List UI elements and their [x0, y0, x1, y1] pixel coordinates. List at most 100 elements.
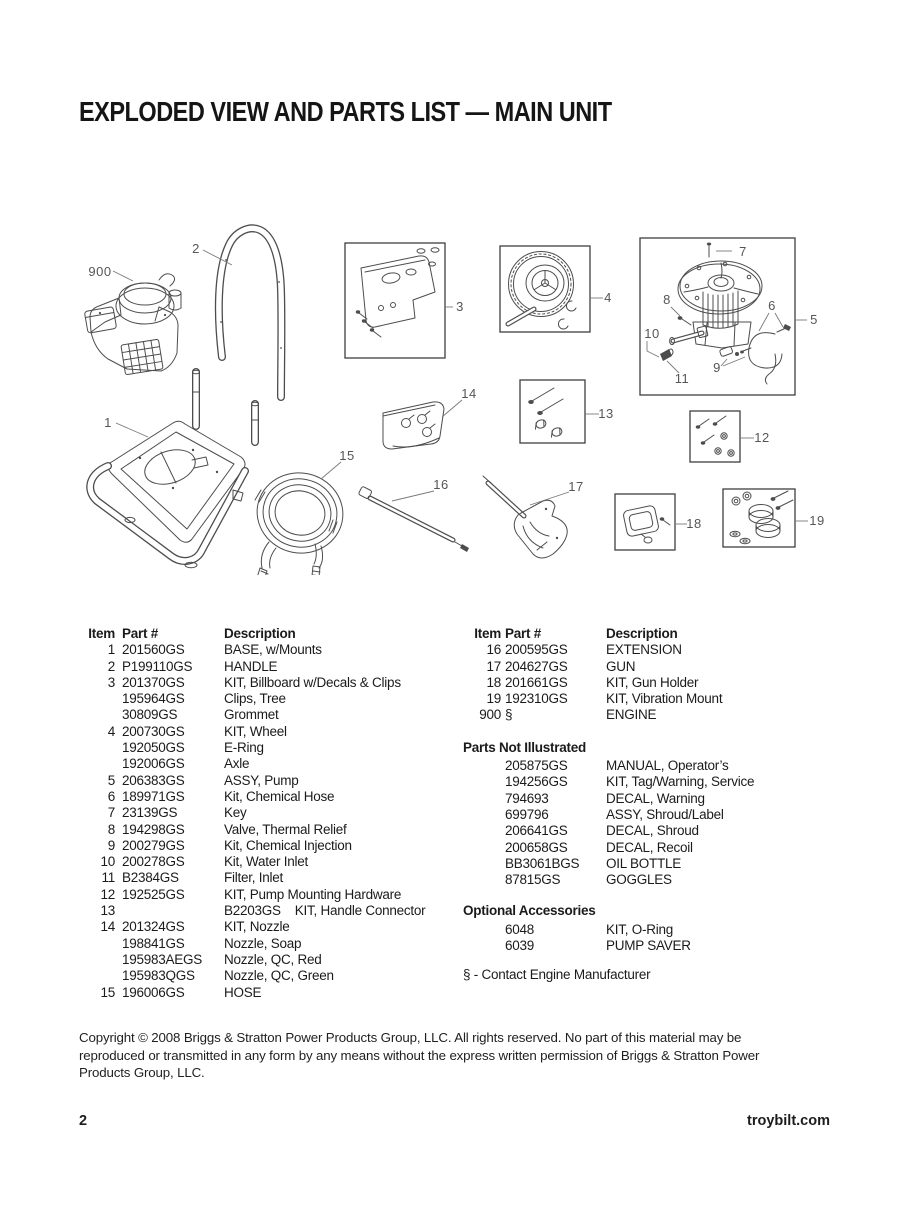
cell-part-number: 194256GS — [505, 774, 568, 790]
cell-part-number: 30809GS — [122, 707, 178, 723]
table-row: 195983QGS Nozzle, QC, Green — [87, 968, 459, 984]
gun-holder-box — [614, 493, 676, 551]
cell-description: Key — [224, 805, 247, 821]
cell-item-number — [463, 872, 501, 888]
table-row: 192006GS Axle — [87, 756, 459, 772]
cell-item-number: 6 — [107, 788, 116, 804]
cell-description: KIT, Billboard w/Decals & Clips — [224, 674, 401, 690]
col-header-item: Item — [88, 626, 115, 641]
cell-item-number: 17 — [486, 658, 501, 674]
table-row: 5 206383GS ASSY, Pump — [87, 773, 459, 789]
cell-item-number — [87, 936, 115, 952]
parts-not-illustrated-body: 205875GS MANUAL, Operator’s 194256GS KIT… — [463, 758, 838, 888]
cell-description: Nozzle, QC, Green — [224, 968, 334, 984]
callout-10: 10 — [644, 326, 659, 341]
cell-description: KIT, Wheel — [224, 723, 287, 739]
table-row: 30809GS Grommet — [87, 707, 459, 723]
cell-item-number: 11 — [101, 870, 115, 886]
callout-3: 3 — [456, 299, 464, 314]
table-row: 10 200278GS Kit, Water Inlet — [87, 854, 459, 870]
cell-description: Kit, Chemical Hose — [224, 788, 335, 804]
table-body-right: 16 200595GS EXTENSION 17 204627GS GUN 18… — [463, 642, 838, 723]
cell-item-number — [87, 968, 115, 984]
cell-item-number — [87, 952, 115, 968]
cell-part-number: 195983QGS — [122, 968, 195, 984]
cell-item-number: 5 — [107, 772, 116, 788]
table-row: 16 200595GS EXTENSION — [463, 642, 838, 658]
table-row: 3 201370GS KIT, Billboard w/Decals & Cli… — [87, 675, 459, 691]
cell-part-number: 194298GS — [122, 821, 185, 837]
cell-item-number: 8 — [107, 821, 116, 837]
cell-item-number: 13 — [100, 903, 115, 919]
handle-connector-kit-box — [519, 379, 586, 444]
cell-item-number: 1 — [107, 642, 116, 658]
cell-description: ENGINE — [606, 707, 657, 723]
hose-drawing — [254, 472, 344, 575]
table-row: 794693 DECAL, Warning — [463, 791, 838, 807]
page-number: 2 — [79, 1113, 88, 1129]
callout-9: 9 — [713, 360, 721, 375]
cell-item-number — [463, 840, 501, 856]
cell-part-number: 201661GS — [505, 674, 568, 690]
wheel-kit-box — [499, 245, 591, 333]
callout-4: 4 — [604, 290, 612, 305]
exploded-view-diagram: 900 2 — [84, 224, 824, 575]
table-row: 4 200730GS KIT, Wheel — [87, 724, 459, 740]
cell-item-number — [87, 740, 115, 756]
cell-item-number — [463, 922, 501, 938]
cell-description: DECAL, Shroud — [606, 823, 699, 839]
table-row: 6 189971GS Kit, Chemical Hose — [87, 789, 459, 805]
cell-item-number: 10 — [100, 854, 115, 870]
engine-drawing — [84, 273, 182, 375]
cell-part-number: 201370GS — [122, 674, 185, 690]
col-header-description: Description — [606, 626, 678, 641]
table-row: 205875GS MANUAL, Operator’s — [463, 758, 838, 774]
cell-description: Clips, Tree — [224, 691, 286, 707]
cell-item-number — [463, 856, 501, 872]
callout-18: 18 — [686, 516, 701, 531]
table-row: 699796 ASSY, Shroud/Label — [463, 807, 838, 823]
cell-description: GOGGLES — [606, 872, 672, 888]
table-row: 87815GS GOGGLES — [463, 872, 838, 888]
cell-item-number — [463, 823, 501, 839]
cell-description: Axle — [224, 756, 250, 772]
cell-part-number: 196006GS — [122, 984, 185, 1000]
table-row: 900 § ENGINE — [463, 707, 838, 723]
cell-part-number: 192050GS — [122, 740, 185, 756]
cell-item-number: 12 — [100, 886, 115, 902]
page-title: EXPLODED VIEW AND PARTS LIST — MAIN UNIT — [79, 96, 612, 127]
table-row: 17 204627GS GUN — [463, 659, 838, 675]
callout-13: 13 — [598, 406, 613, 421]
table-row: 195964GS Clips, Tree — [87, 691, 459, 707]
cell-description: DECAL, Recoil — [606, 839, 693, 855]
cell-description: EXTENSION — [606, 642, 682, 658]
table-row: 1 201560GS BASE, w/Mounts — [87, 642, 459, 658]
callout-900: 900 — [88, 264, 111, 279]
table-row: 6039 PUMP SAVER — [463, 938, 838, 954]
cell-item-number: 2 — [107, 658, 116, 674]
table-row: 8 194298GS Valve, Thermal Relief — [87, 822, 459, 838]
cell-part-number: 201560GS — [122, 642, 185, 658]
cell-part-number: P199110GS — [122, 658, 193, 674]
cell-item-number — [463, 807, 501, 823]
cell-part-number: 192310GS — [505, 691, 568, 707]
table-row: 6048 KIT, O-Ring — [463, 922, 838, 938]
cell-description: HOSE — [224, 984, 262, 1000]
cell-part-number: 192006GS — [122, 756, 185, 772]
handle-drawing — [214, 224, 286, 401]
cell-item-number: 900 — [479, 707, 501, 723]
col-header-item: Item — [474, 626, 501, 641]
table-row: 200658GS DECAL, Recoil — [463, 840, 838, 856]
cell-item-number — [463, 774, 501, 790]
callout-16: 16 — [433, 477, 448, 492]
callout-12: 12 — [754, 430, 769, 445]
cell-part-number — [122, 903, 217, 919]
cell-part-number: 198841GS — [122, 935, 185, 951]
cell-description: BASE, w/Mounts — [224, 642, 322, 658]
pump-mounting-hardware-box — [689, 410, 741, 463]
cell-description: KIT, Tag/Warning, Service — [606, 774, 755, 790]
callout-19: 19 — [809, 513, 824, 528]
cell-description: KIT, Nozzle — [224, 919, 290, 935]
cell-part-number: 699796 — [505, 806, 549, 822]
table-row: 9 200279GS Kit, Chemical Injection — [87, 838, 459, 854]
